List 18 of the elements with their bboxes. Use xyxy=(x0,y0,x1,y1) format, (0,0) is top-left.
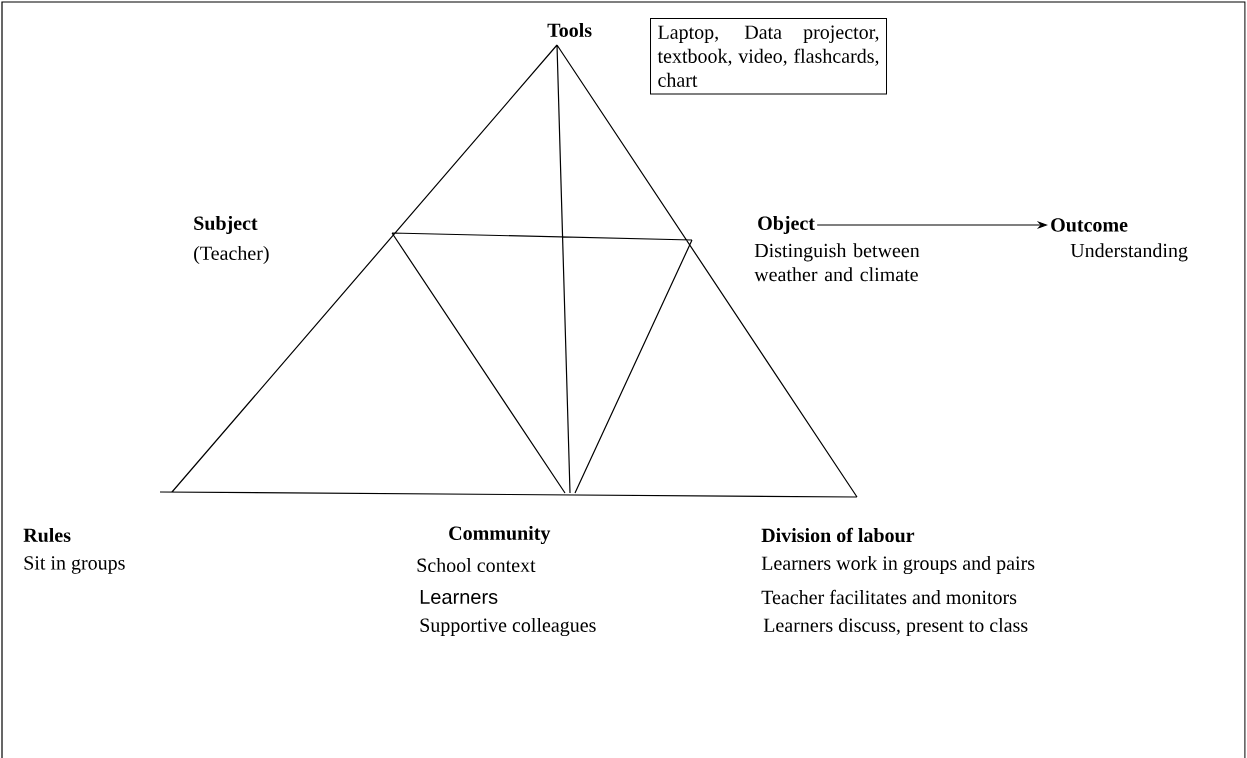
label-text: Supportive colleagues xyxy=(420,617,596,637)
heading-text: Subject xyxy=(194,215,258,235)
description-text: Distinguish between weather and climate xyxy=(754,243,920,282)
label-text: Teacher facilitates and monitors xyxy=(761,589,1017,605)
text-box: Laptop, Data projector, textbook, video, flashcards, chart xyxy=(650,18,887,95)
heading-text: Tools xyxy=(547,22,592,38)
heading-text: Division of labour xyxy=(761,527,915,543)
label-text: Learners discuss, present to class xyxy=(763,617,1028,637)
label-text: Learners xyxy=(420,590,498,604)
heading-text: Rules xyxy=(23,527,71,543)
label-text: Learners work in groups and pairs xyxy=(761,555,1035,575)
heading-text: Object xyxy=(758,215,815,235)
label-text: School context xyxy=(417,557,536,573)
description-text: Understanding xyxy=(1070,243,1188,262)
heading-text: Community xyxy=(449,525,551,545)
label-text: (Teacher) xyxy=(194,245,269,265)
heading-text: Outcome xyxy=(1051,218,1128,232)
label-text: Sit in groups xyxy=(24,556,125,574)
